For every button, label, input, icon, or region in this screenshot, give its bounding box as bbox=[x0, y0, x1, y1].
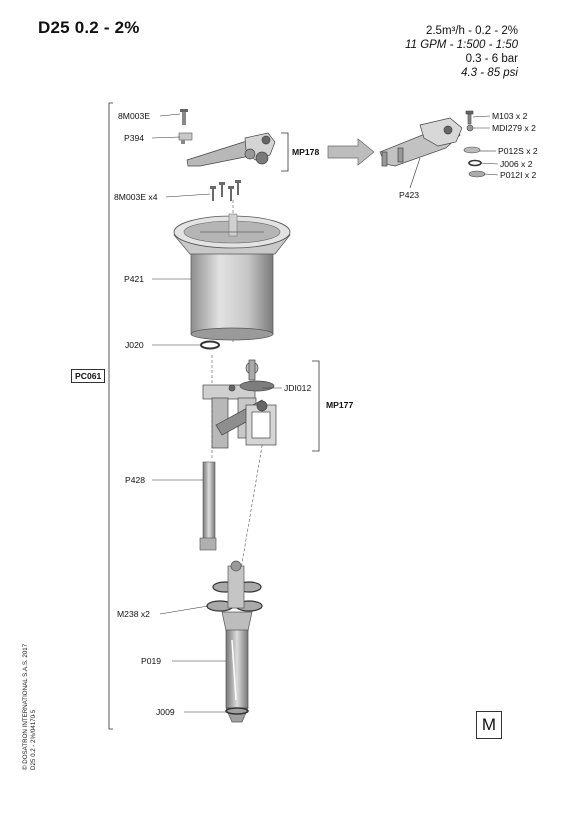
housing-p421 bbox=[173, 213, 291, 341]
mp178-bracket bbox=[281, 132, 289, 172]
small-parts-right bbox=[463, 110, 486, 178]
oring-j020 bbox=[200, 340, 220, 350]
pc061-bracket bbox=[108, 102, 113, 730]
label-mdi279: MDI279 x 2 bbox=[492, 123, 536, 133]
screw-8m003e bbox=[180, 109, 188, 125]
spec-pressure-psi: 4.3 - 85 psi bbox=[461, 67, 518, 79]
spec-flow: 2.5m³/h - 0.2 - 2% bbox=[425, 25, 518, 37]
label-8m003e: 8M003E bbox=[118, 111, 151, 121]
label-p423: P423 bbox=[399, 190, 420, 200]
label-p428: P428 bbox=[125, 475, 146, 485]
label-j009: J009 bbox=[156, 707, 175, 717]
label-p012s: P012S x 2 bbox=[498, 146, 538, 156]
spec-ratio: 11 GPM - 1:500 - 1:50 bbox=[405, 39, 518, 51]
spec-pressure-bar: 0.3 - 6 bar bbox=[465, 53, 518, 65]
label-pc061: PC061 bbox=[71, 369, 106, 383]
lever-mp178 bbox=[186, 132, 276, 167]
arrow-icon bbox=[327, 138, 375, 166]
label-j020: J020 bbox=[125, 340, 144, 350]
page-title: D25 0.2 - 2% bbox=[38, 18, 140, 37]
lever-p423 bbox=[379, 117, 463, 167]
rod-p428 bbox=[199, 461, 217, 551]
label-jdi012: JDI012 bbox=[284, 383, 312, 393]
label-m103: M103 x 2 bbox=[492, 111, 528, 121]
label-p421: P421 bbox=[124, 274, 145, 284]
label-p394: P394 bbox=[124, 133, 145, 143]
page-letter-box: M bbox=[476, 711, 502, 739]
screws-8m003e-x4 bbox=[210, 180, 241, 201]
seal-j009 bbox=[225, 707, 249, 715]
label-8m003e-x4: 8M003E x4 bbox=[114, 192, 158, 202]
label-j006: J006 x 2 bbox=[500, 159, 533, 169]
label-p019: P019 bbox=[141, 656, 162, 666]
mp177-bracket bbox=[312, 360, 320, 452]
label-p012i: P012I x 2 bbox=[500, 170, 537, 180]
mechanism-mp177 bbox=[202, 359, 277, 449]
label-m238: M238 x2 bbox=[117, 609, 150, 619]
label-mp177: MP177 bbox=[326, 400, 354, 410]
leader-lines bbox=[151, 113, 499, 713]
label-mp178: MP178 bbox=[292, 147, 320, 157]
piston-p019 bbox=[221, 560, 253, 723]
part-p394 bbox=[178, 132, 193, 144]
copyright-notice: © DOSATRON INTERNATIONAL S.A.S. 2017 D25… bbox=[22, 643, 37, 770]
